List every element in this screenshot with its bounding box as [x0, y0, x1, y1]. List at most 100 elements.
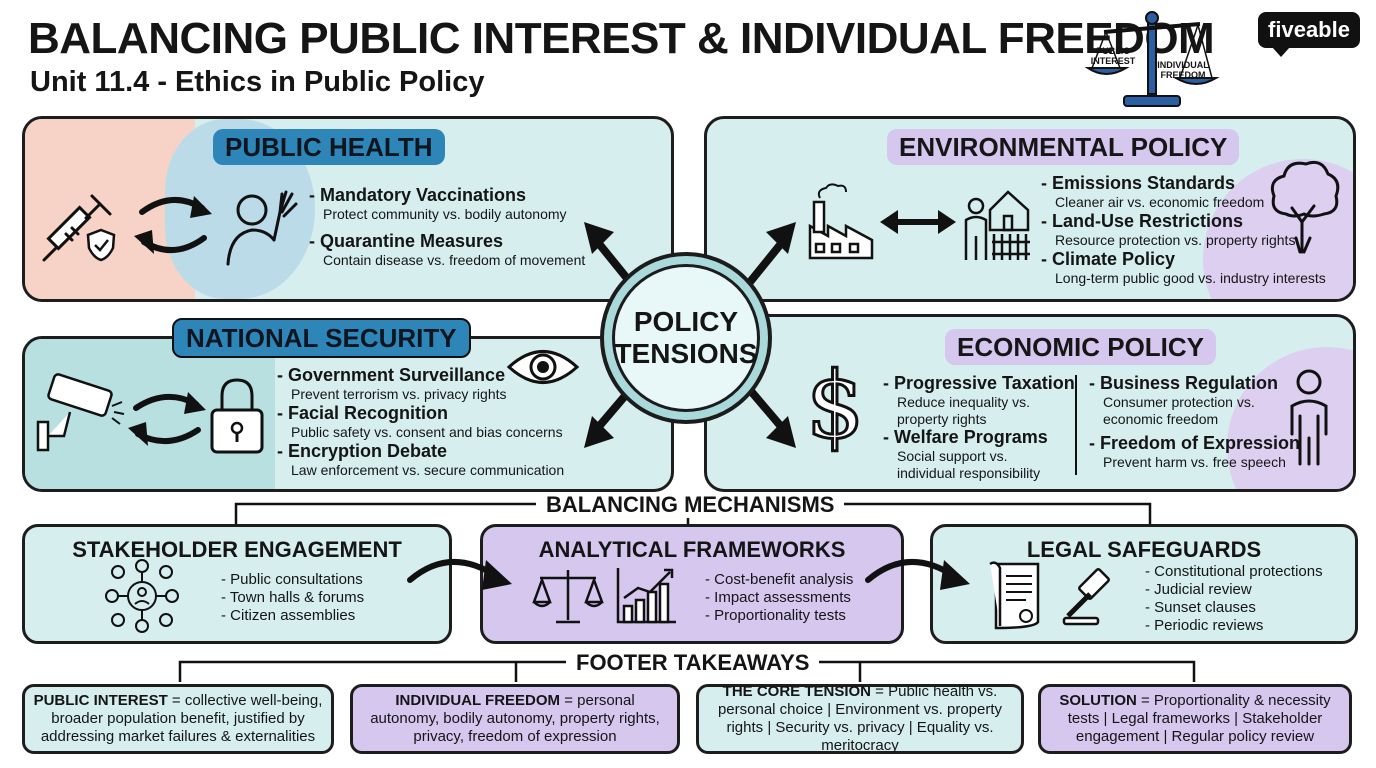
- raised-hand-person-icon: [226, 190, 298, 266]
- justice-scale-icon: [1084, 11, 1220, 107]
- item-desc: Long-term public good vs. industry inter…: [1055, 270, 1326, 286]
- syringe-icon: [42, 194, 112, 262]
- card-title: LEGAL SAFEGUARDS: [1026, 537, 1262, 562]
- emissions-item: - Emissions Standards Cleaner air vs. ec…: [1041, 173, 1264, 211]
- footer-card-text: PUBLIC INTEREST = collective well-being,…: [31, 692, 325, 746]
- person-house-icon: [964, 190, 1030, 260]
- list-item: Sunset clauses: [1145, 599, 1323, 617]
- scale-label-right: INDIVIDUAL FREEDOM: [1157, 60, 1209, 80]
- vaccinations-item: - Mandatory Vaccinations Protect communi…: [309, 185, 567, 223]
- stakeholder-list: Public consultations Town halls & forums…: [221, 571, 364, 625]
- item-desc: Prevent terrorism vs. privacy rights: [291, 386, 507, 402]
- analytical-list: Cost-benefit analysis Impact assessments…: [705, 571, 853, 625]
- legal-list: Constitutional protections Judicial revi…: [1145, 563, 1323, 635]
- list-item: Public consultations: [221, 571, 364, 589]
- list-item: Periodic reviews: [1145, 617, 1323, 635]
- document-icon: [989, 561, 1040, 630]
- list-item: Cost-benefit analysis: [705, 571, 853, 589]
- footer-card-text: INDIVIDUAL FREEDOM = personal autonomy, …: [359, 692, 671, 746]
- item-head: - Freedom of Expression: [1089, 433, 1301, 453]
- footer-card-text: SOLUTION = Proportionality & necessity t…: [1047, 692, 1343, 746]
- factory-icon: [808, 183, 874, 260]
- list-item: Constitutional protections: [1145, 563, 1322, 581]
- welfare-item: - Welfare Programs Social support vs. in…: [883, 427, 1048, 482]
- item-head: - Government Surveillance: [277, 365, 506, 385]
- list-item: Proportionality tests: [705, 607, 853, 625]
- item-head: - Progressive Taxation: [883, 373, 1075, 393]
- center-line-2: TENSIONS: [614, 338, 758, 369]
- footer-card-lead: SOLUTION: [1059, 692, 1137, 709]
- footer-label: FOOTER TAKEAWAYS: [566, 650, 820, 676]
- person-icon: [1290, 369, 1328, 466]
- footer-card-body: = personal autonomy, bodily autonomy, pr…: [370, 692, 660, 745]
- item-head: - Encryption Debate: [277, 441, 448, 461]
- footer-card-core-tension: THE CORE TENSION = Public health vs. per…: [696, 683, 1024, 755]
- item-head: - Business Regulation: [1089, 373, 1279, 393]
- surveillance-item: - Government Surveillance Prevent terror…: [277, 365, 507, 403]
- flow-arrow-icon: [407, 558, 512, 590]
- dollar-icon: $: [805, 352, 867, 459]
- analytical-card: ANALYTICAL FRAMEWORKS Cost-benefit analy…: [480, 524, 904, 644]
- economic-panel: ECONOMIC POLICY - Progressive Taxation R…: [704, 314, 1356, 492]
- footer-card-lead: THE CORE TENSION: [722, 683, 872, 700]
- item-desc: Prevent harm vs. free speech: [1103, 454, 1286, 470]
- list-item: Citizen assemblies: [221, 607, 364, 625]
- swap-arrows-icon: [134, 196, 212, 254]
- bar-chart-icon: [616, 568, 676, 624]
- shield-check-icon: [86, 228, 116, 262]
- flow-arrow-icon: [865, 558, 970, 590]
- public-health-title: PUBLIC HEALTH: [213, 129, 445, 165]
- page-title: BALANCING PUBLIC INTEREST & INDIVIDUAL F…: [28, 14, 1215, 63]
- quarantine-item: - Quarantine Measures Contain disease vs…: [309, 231, 585, 269]
- card-title: ANALYTICAL FRAMEWORKS: [538, 537, 846, 562]
- expression-item: - Freedom of Expression Prevent harm vs.…: [1089, 433, 1300, 471]
- item-head: - Welfare Programs: [883, 427, 1048, 447]
- policy-tensions-circle: POLICY TENSIONS: [600, 252, 772, 424]
- business-regulation-item: - Business Regulation Consumer protectio…: [1089, 373, 1278, 428]
- eye-icon: [506, 350, 580, 384]
- footer-card-body: = Proportionality & necessity tests | Le…: [1067, 692, 1331, 745]
- item-desc: Public safety vs. consent and bias conce…: [291, 424, 563, 440]
- double-arrow-icon: [880, 210, 956, 234]
- item-desc: Reduce inequality vs.: [897, 394, 1031, 410]
- footer-card-body: = collective well-being, broader populat…: [40, 692, 323, 745]
- item-head: - Mandatory Vaccinations: [309, 185, 527, 205]
- item-desc: economic freedom: [1103, 411, 1219, 427]
- item-desc: Protect community vs. bodily autonomy: [323, 206, 567, 222]
- climate-item: - Climate Policy Long-term public good v…: [1041, 249, 1326, 287]
- footer-card-public-interest: PUBLIC INTEREST = collective well-being,…: [22, 684, 334, 754]
- item-desc: individual responsibility: [897, 465, 1041, 481]
- item-head: - Quarantine Measures: [309, 231, 504, 251]
- environmental-title: ENVIRONMENTAL POLICY: [887, 129, 1240, 165]
- footer-card-text: THE CORE TENSION = Public health vs. per…: [705, 683, 1015, 755]
- footer-card-individual-freedom: INDIVIDUAL FREEDOM = personal autonomy, …: [350, 684, 680, 754]
- facial-recognition-item: - Facial Recognition Public safety vs. c…: [277, 403, 563, 441]
- security-camera-icon: [36, 373, 125, 452]
- footer-card-lead: PUBLIC INTEREST: [33, 692, 168, 709]
- padlock-icon: [210, 378, 264, 454]
- item-head: - Emissions Standards: [1041, 173, 1236, 193]
- card-title: STAKEHOLDER ENGAGEMENT: [72, 537, 402, 562]
- gavel-icon: [1062, 568, 1110, 626]
- item-desc: Resource protection vs. property rights: [1055, 232, 1296, 248]
- tree-icon: [1270, 160, 1340, 254]
- center-line-1: POLICY: [633, 306, 739, 337]
- people-network-icon: [105, 559, 179, 633]
- column-divider: [1075, 375, 1077, 475]
- economic-title: ECONOMIC POLICY: [945, 329, 1217, 365]
- center-arrows: [584, 222, 796, 448]
- brand-logo: fiveable: [1258, 12, 1360, 57]
- item-desc: Law enforcement vs. secure communication: [291, 462, 565, 478]
- list-item: Judicial review: [1145, 581, 1323, 599]
- item-desc: Contain disease vs. freedom of movement: [323, 252, 586, 268]
- scale-icon: [532, 570, 604, 624]
- list-item: Town halls & forums: [221, 589, 364, 607]
- taxation-item: - Progressive Taxation Reduce inequality…: [883, 373, 1075, 428]
- stakeholder-card: STAKEHOLDER ENGAGEMENT Public consultati…: [22, 524, 452, 644]
- item-head: - Facial Recognition: [277, 403, 449, 423]
- footer-card-body: = Public health vs. personal choice | En…: [717, 683, 1003, 754]
- item-head: - Land-Use Restrictions: [1041, 211, 1244, 231]
- land-use-item: - Land-Use Restrictions Resource protect…: [1041, 211, 1295, 249]
- swap-arrows-icon: [128, 392, 206, 446]
- national-security-title: NATIONAL SECURITY: [172, 318, 471, 358]
